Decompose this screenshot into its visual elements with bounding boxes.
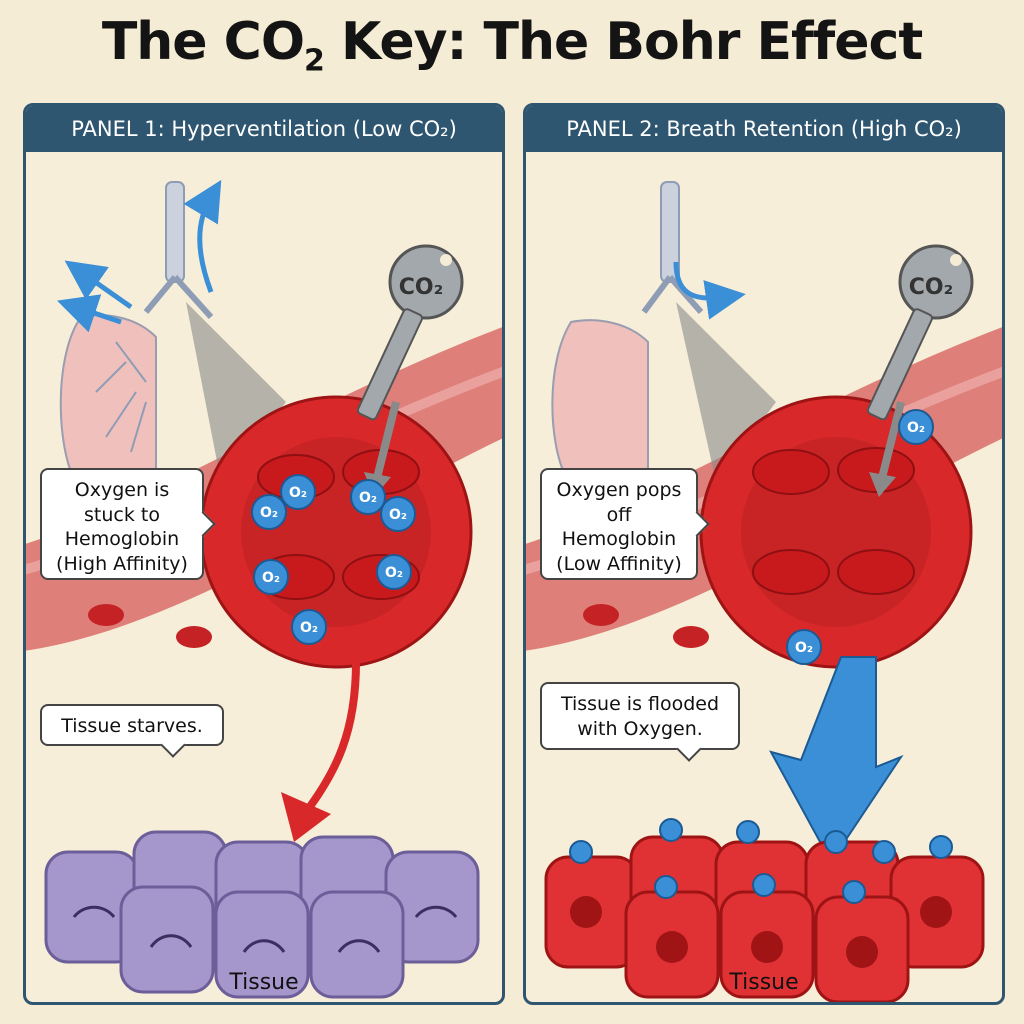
sad-face-icons xyxy=(72,905,458,953)
affinity-callout: Oxygen is stuck to Hemoglobin (High Affi… xyxy=(40,468,204,580)
svg-text:O₂: O₂ xyxy=(385,565,403,581)
small-red-blood-cell xyxy=(673,626,709,648)
svg-text:CO₂: CO₂ xyxy=(909,275,953,300)
tissue-label: Tissue xyxy=(729,970,799,995)
svg-text:O₂: O₂ xyxy=(260,505,278,521)
svg-text:O₂: O₂ xyxy=(795,640,813,656)
tissue-label: Tissue xyxy=(229,970,299,995)
panel-illustration: CO₂ O₂ O₂ xyxy=(526,181,1002,1002)
tissue-callout: Tissue starves. xyxy=(40,704,224,746)
blood-flow-arrow xyxy=(302,661,360,815)
svg-text:O₂: O₂ xyxy=(389,507,407,523)
bound-oxygen-icons xyxy=(569,818,953,904)
small-red-blood-cell xyxy=(583,604,619,626)
affinity-callout: Oxygen pops off Hemoglobin (Low Affinity… xyxy=(540,468,698,580)
cell-nucleus xyxy=(570,896,952,968)
small-red-blood-cell xyxy=(88,604,124,626)
panel-header: PANEL 1: Hyperventilation (Low CO₂) xyxy=(26,106,502,152)
panel-header: PANEL 2: Breath Retention (High CO₂) xyxy=(526,106,1002,152)
lungs-icon xyxy=(59,181,214,487)
svg-text:O₂: O₂ xyxy=(300,620,318,636)
oxygen-release-arrow xyxy=(769,656,904,864)
page-title: The CO2 Key: The Bohr Effect xyxy=(101,12,923,79)
lungs-icon xyxy=(551,181,704,492)
svg-text:O₂: O₂ xyxy=(262,570,280,586)
small-red-blood-cell xyxy=(176,626,212,648)
svg-text:CO₂: CO₂ xyxy=(399,275,443,300)
tissue-callout: Tissue is flooded with Oxygen. xyxy=(540,682,740,750)
oxygen-molecules: O₂ O₂ O₂ O₂ O₂ O₂ O₂ xyxy=(251,474,416,645)
panel-hyperventilation: PANEL 1: Hyperventilation (Low CO₂) xyxy=(23,103,505,1005)
hemoglobin-group xyxy=(752,447,915,595)
panel-breath-retention: PANEL 2: Breath Retention (High CO₂) xyxy=(523,103,1005,1005)
svg-text:O₂: O₂ xyxy=(289,485,307,501)
svg-text:O₂: O₂ xyxy=(359,490,377,506)
oxygen-molecules: O₂ O₂ xyxy=(786,409,934,665)
co2-key-icon: CO₂ xyxy=(356,244,464,421)
co2-key-icon: CO₂ xyxy=(866,244,974,421)
svg-text:O₂: O₂ xyxy=(907,420,925,436)
